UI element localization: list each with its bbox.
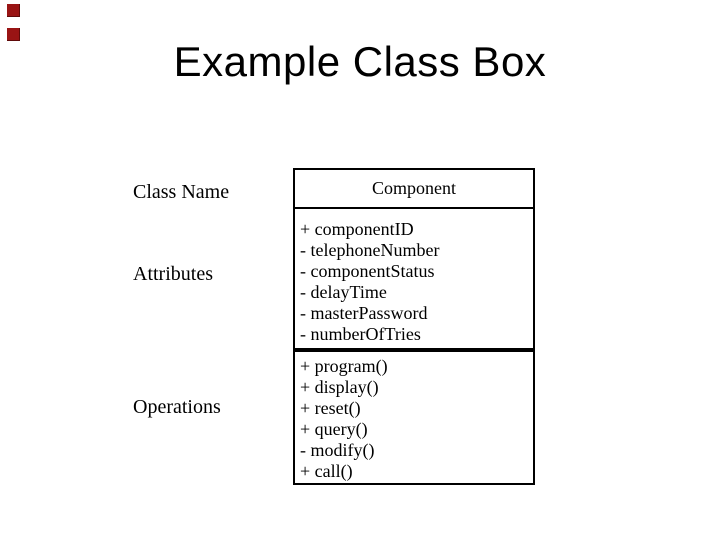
label-class-name: Class Name bbox=[133, 181, 230, 203]
operation-line: + query() bbox=[300, 419, 368, 439]
operation-line: + display() bbox=[300, 377, 379, 397]
attribute-line: - numberOfTries bbox=[300, 324, 421, 344]
operation-line: + reset() bbox=[300, 398, 361, 418]
attribute-line: - masterPassword bbox=[300, 303, 428, 323]
decor-square-top bbox=[7, 4, 20, 17]
operation-line: + call() bbox=[300, 461, 353, 481]
uml-class-box: Component + componentID - telephoneNumbe… bbox=[293, 168, 535, 485]
attribute-line: - telephoneNumber bbox=[300, 240, 440, 260]
attribute-line: - delayTime bbox=[300, 282, 387, 302]
class-name-compartment: Component bbox=[295, 170, 533, 209]
attribute-line: + componentID bbox=[300, 219, 414, 239]
slide-title: Example Class Box bbox=[173, 38, 547, 85]
attributes-compartment: + componentID - telephoneNumber - compon… bbox=[295, 209, 533, 350]
operation-line: + program() bbox=[300, 356, 388, 376]
operation-line: - modify() bbox=[300, 440, 375, 460]
attribute-line: - componentStatus bbox=[300, 261, 435, 281]
label-attributes: Attributes bbox=[133, 263, 213, 285]
decor-square-bottom bbox=[7, 28, 20, 41]
label-operations: Operations bbox=[133, 396, 221, 418]
operations-compartment: + program() + display() + reset() + quer… bbox=[295, 350, 533, 483]
